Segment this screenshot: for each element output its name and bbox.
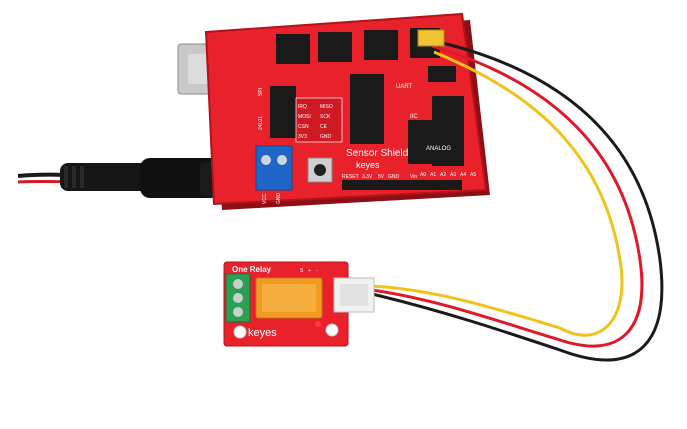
analog-pin-labels: ANALOG A0 A1 A2 A3 A4 A5 (420, 146, 476, 178)
nrf-pin-csn: CSN (298, 124, 309, 130)
shield-brand: keyes (356, 160, 380, 170)
relay-led (315, 321, 321, 327)
vcc-label: VCC (262, 193, 268, 204)
analog-pin-a1: A1 (430, 172, 436, 178)
relay-title: One Relay (232, 265, 272, 274)
relay-brand: keyes (248, 327, 277, 339)
nrf-pin-miso: MISO (320, 104, 333, 110)
uart-label: UART (396, 84, 413, 90)
digital-headers-side (350, 66, 464, 166)
nrf-pin-gnd: GND (320, 134, 332, 140)
relay-terminal-block (225, 273, 251, 323)
analog-pin-a2: A2 (440, 172, 446, 178)
digital-headers (276, 28, 440, 64)
gnd-label: GND (276, 193, 282, 205)
nrf24l01-header: IRQ MISO MOSI SCK CSN CE 3V3 GND 24L01 S… (258, 86, 343, 143)
analog-pin-a0: A0 (420, 172, 426, 178)
relay-component (255, 277, 323, 319)
relay-pin-s: S (300, 268, 304, 274)
shield-title: Sensor Shield (346, 148, 408, 159)
power-terminal-block: VCC GND (255, 145, 293, 205)
vin-pin-label: Vin (410, 174, 417, 180)
shield-wire-connector (417, 29, 445, 47)
power-cable (17, 158, 240, 198)
nrf-pin-sck: SCK (320, 114, 331, 120)
nrf-pin-3v3: 3V3 (298, 134, 307, 140)
iic-label: IIC (410, 114, 418, 120)
analog-pin-a4: A4 (460, 172, 466, 178)
gnd-pin-label: GND (388, 174, 400, 180)
relay-input-connector (333, 277, 375, 313)
jumper-wires (371, 38, 664, 362)
relay-module: One Relay S + - keyes (223, 261, 375, 347)
relay-pin-minus: - (316, 268, 318, 274)
reset-button (307, 157, 333, 183)
analog-pin-a3: A3 (450, 172, 456, 178)
nrf-pin-irq: IRQ (298, 104, 307, 110)
spi-label: SPI (258, 88, 264, 96)
sensor-shield: IRQ MISO MOSI SCK CSN CE 3V3 GND 24L01 S… (204, 12, 488, 206)
power-headers: RESET 3.3V 5V GND Vin (342, 174, 462, 190)
relay-pin-plus: + (308, 268, 311, 274)
nrf-pin-ce: CE (320, 124, 328, 130)
nrf-label: 24L01 (258, 116, 264, 130)
reset-pin-label: RESET (342, 174, 359, 180)
nrf-pin-mosi: MOSI (298, 114, 311, 120)
analog-pin-a5: A5 (470, 172, 476, 178)
analog-label: ANALOG (426, 146, 451, 152)
v33-pin-label: 3.3V (362, 174, 373, 180)
v5-pin-label: 5V (378, 174, 385, 180)
